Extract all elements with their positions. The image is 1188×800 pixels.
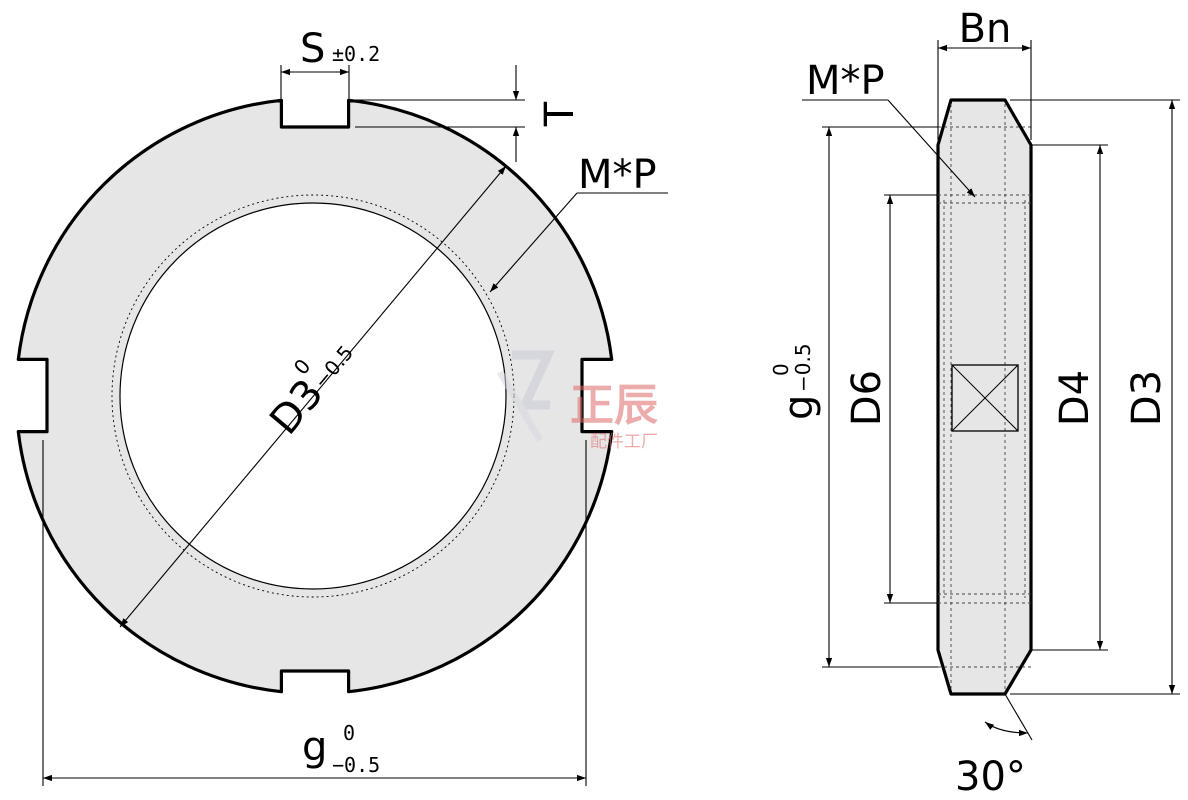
side-outer-diameter-label: g [776,395,822,420]
width-label: Bn [959,6,1012,52]
d3-diagonal-dim [119,165,507,628]
side-slot [951,364,1019,432]
watermark-brand: 正辰 [570,380,658,431]
thread-label-front: M*P [578,152,657,198]
d4-label: D4 [1052,370,1098,426]
side-view: Bn M*P g 0 −0.5 D6 D4 D3 30° [769,6,1180,800]
d3-label: D3 [1124,370,1170,426]
watermark-tagline: 配件工厂 [590,432,658,452]
slot-width-label: S [300,26,325,72]
outer-tol-lower: −0.5 [332,753,380,777]
watermark-logo-stroke [496,370,544,442]
side-thread-leader [887,99,976,198]
front-view: S ±0.2 T M*P D3 0 −0.5 g 0 −0.5 [16,26,668,786]
thread-label-side: M*P [806,58,885,104]
outer-diameter-label: g [302,724,327,770]
slot-depth-label: T [537,101,583,127]
side-outer-tol-upper: 0 [769,363,793,376]
watermark: 正辰 配件工厂 [496,350,658,452]
d6-label: D6 [844,370,890,426]
chamfer-angle-label: 30° [955,754,1026,800]
chamfer-angle-arc [984,721,1029,737]
outer-tol-upper: 0 [343,721,355,745]
side-outer-tol-lower: −0.5 [791,343,815,392]
watermark-logo-icon [512,350,556,410]
slot-width-tolerance: ±0.2 [332,42,380,66]
